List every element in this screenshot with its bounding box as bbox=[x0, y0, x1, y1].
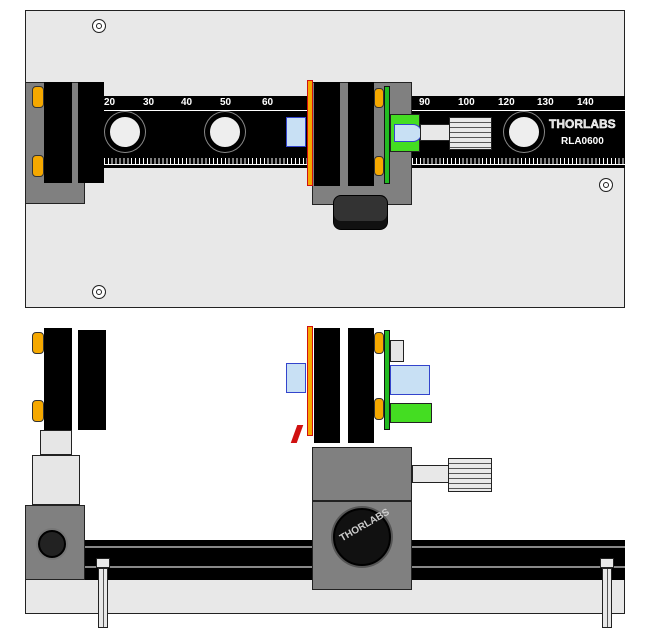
red-plate bbox=[307, 80, 313, 186]
part-number: RLA0600 bbox=[561, 136, 604, 147]
red-bracket bbox=[290, 425, 304, 443]
tick-label: 100 bbox=[458, 97, 475, 108]
fiber-adapter-cap bbox=[390, 340, 404, 362]
cap-screw bbox=[602, 568, 612, 628]
green-plate bbox=[384, 330, 390, 430]
stage-knob-top[interactable] bbox=[333, 195, 388, 230]
mount-plate bbox=[314, 82, 340, 186]
tick-label: 20 bbox=[104, 97, 116, 108]
brand-logo: THORLABS bbox=[549, 117, 616, 132]
micrometer-knob-side[interactable] bbox=[448, 458, 492, 492]
adjuster-knob bbox=[32, 86, 44, 108]
tick-label: 40 bbox=[181, 97, 193, 108]
mount-plate bbox=[314, 328, 340, 443]
micrometer-knob-top[interactable] bbox=[449, 117, 492, 150]
mount-plate bbox=[78, 330, 106, 430]
mounting-hole bbox=[92, 19, 106, 33]
rail-mount-disk bbox=[208, 115, 242, 149]
mounting-hole bbox=[92, 285, 106, 299]
mount-plate bbox=[78, 82, 104, 183]
adjuster-knob bbox=[374, 332, 384, 354]
mount-plate bbox=[348, 82, 374, 186]
thumbscrew bbox=[38, 530, 66, 558]
post-neck bbox=[40, 430, 72, 455]
screw-head bbox=[96, 558, 110, 568]
rail-mount-disk bbox=[507, 115, 541, 149]
mount-plate bbox=[348, 328, 374, 443]
tick-label: 90 bbox=[419, 97, 431, 108]
connector-barrel bbox=[420, 124, 450, 141]
mount-plate bbox=[44, 328, 72, 430]
screw-head bbox=[600, 558, 614, 568]
lens bbox=[394, 124, 422, 142]
lens bbox=[286, 363, 306, 393]
tick-label: 120 bbox=[498, 97, 515, 108]
adjuster-knob bbox=[374, 398, 384, 420]
tick-label: 130 bbox=[537, 97, 554, 108]
tick-label: 140 bbox=[577, 97, 594, 108]
mount-plate bbox=[44, 82, 72, 183]
tick-label: 50 bbox=[220, 97, 232, 108]
red-plate bbox=[307, 326, 313, 436]
green-plate bbox=[384, 86, 390, 184]
adjuster-knob bbox=[374, 156, 384, 176]
adjuster-knob bbox=[374, 88, 384, 108]
cap-screw bbox=[98, 568, 108, 628]
adjuster-knob bbox=[32, 400, 44, 422]
adjuster-knob bbox=[32, 332, 44, 354]
tick-label: 30 bbox=[143, 97, 155, 108]
lens bbox=[286, 117, 306, 147]
post bbox=[32, 455, 80, 505]
adjuster-knob bbox=[32, 155, 44, 177]
green-clip bbox=[390, 403, 432, 423]
rail-mount-disk bbox=[108, 115, 142, 149]
tick-label: 60 bbox=[262, 97, 274, 108]
translation-stage-side bbox=[312, 447, 412, 501]
connector-barrel bbox=[412, 465, 450, 483]
stage-knob-side[interactable] bbox=[333, 508, 391, 566]
fiber-adapter bbox=[390, 365, 430, 395]
mounting-hole bbox=[599, 178, 613, 192]
